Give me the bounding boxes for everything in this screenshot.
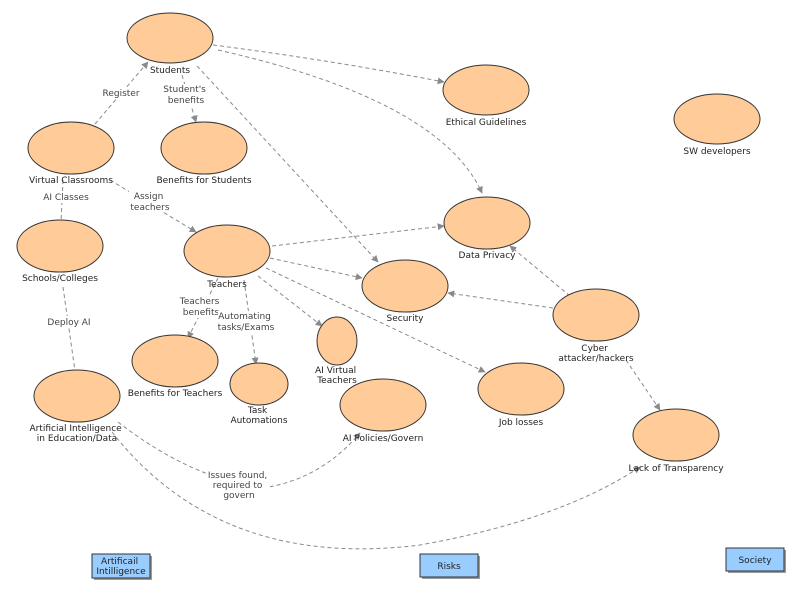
node-label: AI Virtual Teachers <box>315 366 359 386</box>
node-data-privacy[interactable]: Data Privacy <box>443 196 531 261</box>
legend-artificial-intelligence[interactable]: Artificail Intilligence <box>91 553 152 580</box>
node-label: Virtual Classrooms <box>29 176 113 186</box>
legend-label: Risks <box>437 562 461 572</box>
edge-schools-aiedu <box>62 286 76 372</box>
edge-label-deploy-ai: Deploy AI <box>47 318 90 328</box>
node-security[interactable]: Security <box>361 259 449 324</box>
edge-cyber-transparency <box>625 359 661 411</box>
edge-label-automating: Automating tasks/Exams <box>218 312 275 333</box>
node-label: AI Policies/Govern <box>343 434 424 444</box>
node-label: Artificial Intelligence in Education/Dat… <box>29 424 124 444</box>
edge-teachers-joblosses <box>265 267 486 373</box>
edge-aiedu-transparency <box>111 431 641 550</box>
node-benefits-teachers[interactable]: Benefits for Teachers <box>128 334 223 399</box>
edge-label-students-benefits: Student's benefits <box>163 85 208 106</box>
node-lack-transparency[interactable]: Lack of Transparency <box>628 408 724 474</box>
edge-label-teachers-benefits: Teachers benefits <box>179 297 222 318</box>
legend-risks[interactable]: Risks <box>419 553 480 579</box>
node-virtual-classrooms[interactable]: Virtual Classrooms <box>27 121 115 186</box>
edge-teachers-security <box>269 257 363 281</box>
edge-teachers-privacy <box>271 223 445 247</box>
node-label: Security <box>387 314 425 324</box>
legend-label: Artificail Intilligence <box>96 557 146 577</box>
edge-cyber-security <box>447 290 554 309</box>
node-students[interactable]: Students <box>126 12 214 76</box>
legend-society[interactable]: Society <box>725 547 786 573</box>
node-label: Data Privacy <box>459 251 517 261</box>
node-benefits-students[interactable]: Benefits for Students <box>156 121 252 186</box>
node-teachers[interactable]: Teachers <box>183 224 271 290</box>
node-schools-colleges[interactable]: Schools/Colleges <box>16 219 104 284</box>
node-job-losses[interactable]: Job losses <box>477 362 565 428</box>
node-label: Teachers <box>206 280 247 290</box>
node-ai-education[interactable]: Artificial Intelligence in Education/Dat… <box>29 369 124 444</box>
edge-students-ethical <box>212 44 445 85</box>
edge-label-ai-classes: AI Classes <box>43 193 89 203</box>
node-sw-developers[interactable]: SW developers <box>673 93 761 157</box>
edge-students-privacy <box>217 49 483 194</box>
node-cyber-attacker[interactable]: Cyber attacker/hackers <box>552 288 640 364</box>
edge-label-issues: Issues found, required to govern <box>208 471 270 501</box>
node-ai-virtual-teachers[interactable]: AI Virtual Teachers <box>315 316 359 386</box>
edge-cyber-privacy <box>509 245 571 297</box>
edge-students-security <box>196 65 379 263</box>
edge-labels: Register Student's benefits AI Classes A… <box>42 84 275 502</box>
node-label: Job losses <box>498 418 544 428</box>
node-label: Benefits for Students <box>156 176 251 186</box>
node-label: Cyber attacker/hackers <box>558 344 633 364</box>
legend-label: Society <box>738 556 772 566</box>
node-ai-policies[interactable]: AI Policies/Govern <box>339 378 427 444</box>
node-label: SW developers <box>683 147 751 157</box>
edge-aiedu-policies <box>117 421 361 489</box>
node-label: Benefits for Teachers <box>128 389 223 399</box>
edge-label-register: Register <box>102 89 139 99</box>
node-label: Schools/Colleges <box>22 274 98 284</box>
node-label: Lack of Transparency <box>628 464 724 474</box>
node-label: Ethical Guidelines <box>446 118 527 128</box>
node-ethical-guidelines[interactable]: Ethical Guidelines <box>442 64 530 128</box>
node-task-automations[interactable]: Task Automations <box>229 362 289 426</box>
node-label: Task Automations <box>230 406 287 426</box>
edges <box>60 44 661 550</box>
edge-label-assign-teachers: Assign teachers <box>130 192 169 213</box>
node-label: Students <box>150 66 190 76</box>
